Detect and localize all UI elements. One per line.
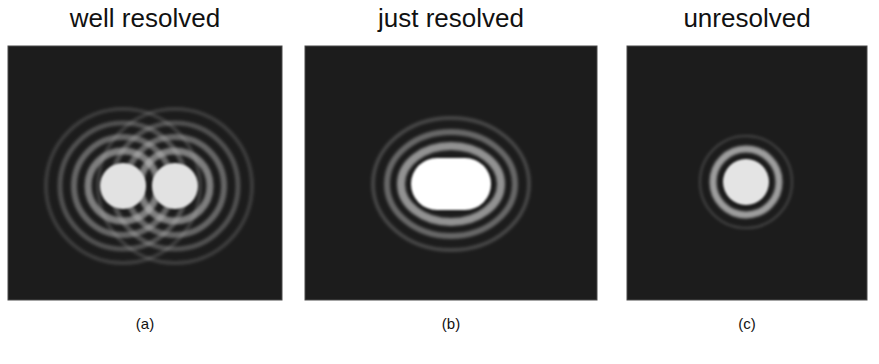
panel-letter: (a) [136,316,154,333]
panel-heading: unresolved [683,4,810,33]
panel-letter: (c) [738,316,756,333]
panel-c [627,46,867,300]
panel-heading: just resolved [378,4,524,33]
panel-heading: well resolved [70,4,220,33]
panel-letter: (b) [442,316,460,333]
panel-b [305,46,597,300]
panel-a [8,46,282,300]
